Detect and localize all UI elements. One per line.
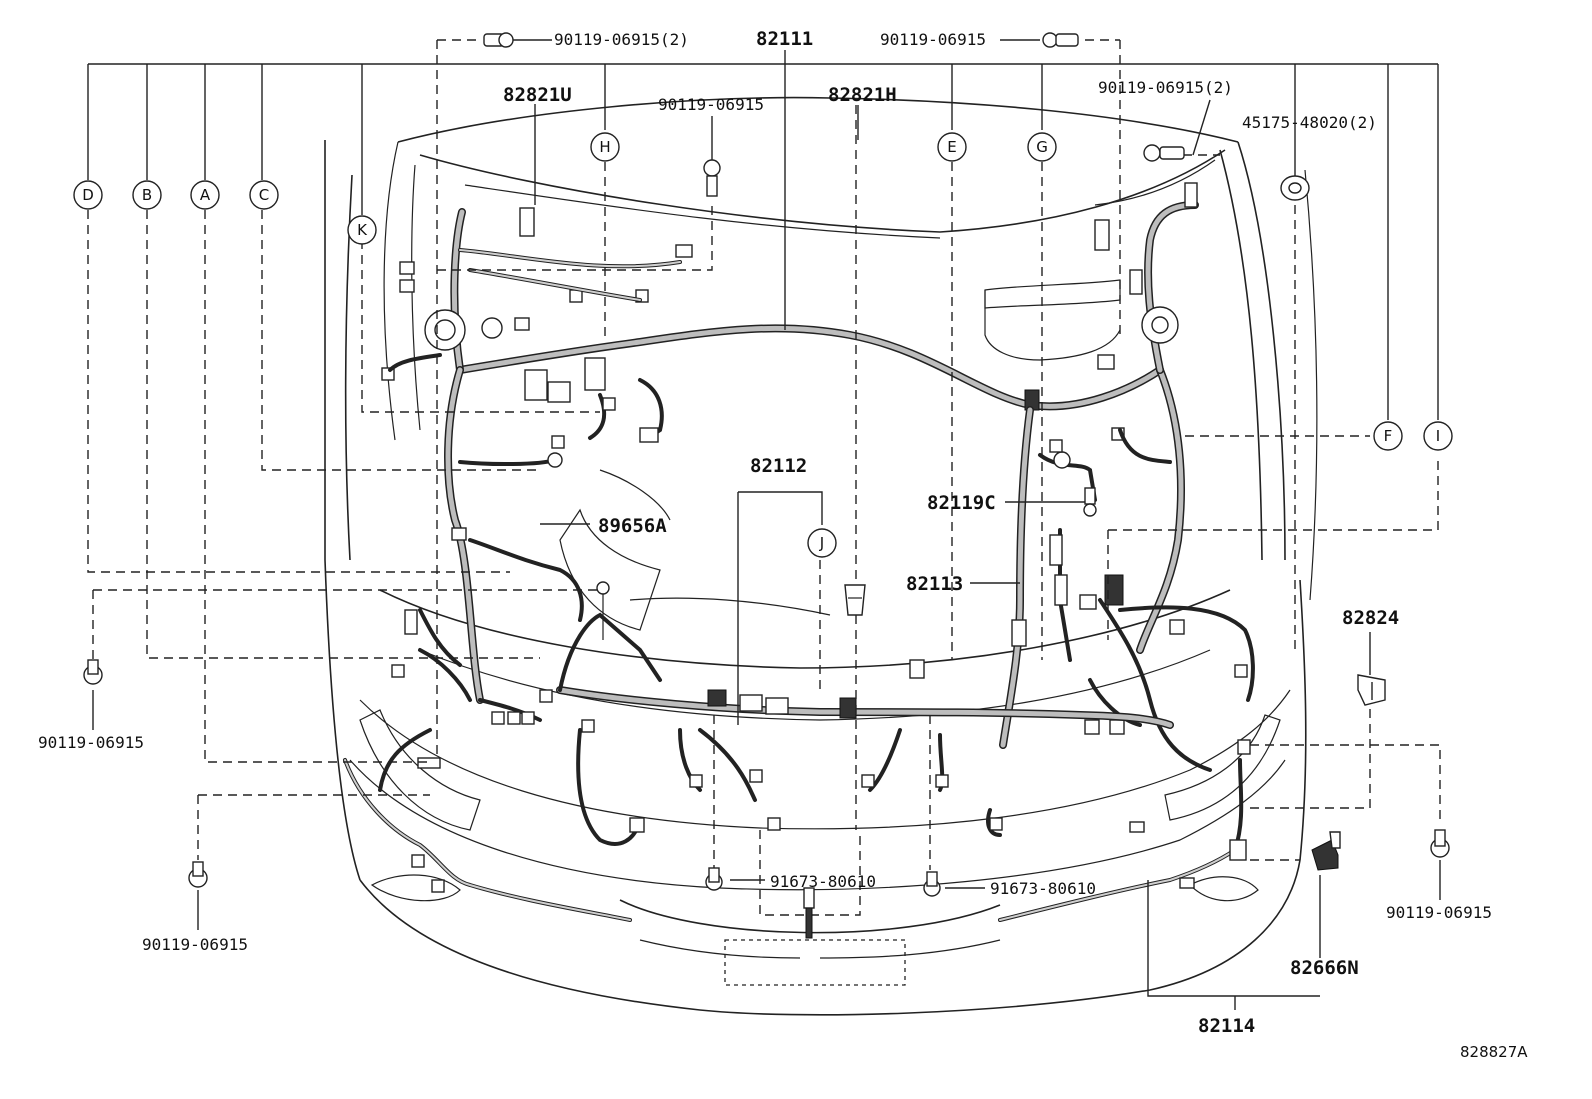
label-bolt-top-center: 90119-06915 xyxy=(658,95,764,114)
bolt-icon xyxy=(83,659,103,685)
harness-82114 xyxy=(343,739,1251,922)
callout-circles: D B A C K H E G xyxy=(73,132,1453,558)
callout-f: F xyxy=(1373,421,1403,451)
screw-icon xyxy=(803,887,815,939)
label-82824: 82824 xyxy=(1342,607,1399,629)
part-labels: 82111 82112 82113 82114 82821U 82821H 82… xyxy=(38,28,1528,1061)
sensor-icon xyxy=(596,581,610,640)
callout-d: D xyxy=(73,180,103,210)
label-clip-top-right: 45175-48020(2) xyxy=(1242,113,1377,132)
svg-text:K: K xyxy=(357,221,368,239)
screw-icon xyxy=(923,871,941,897)
harness-82112 xyxy=(378,527,1174,846)
screw-icon xyxy=(705,867,723,891)
harness-82111 xyxy=(381,182,1199,704)
svg-text:A: A xyxy=(200,186,211,204)
label-82111: 82111 xyxy=(756,28,813,50)
callout-e: E xyxy=(937,132,967,162)
fasteners xyxy=(83,32,1450,939)
label-82112: 82112 xyxy=(750,455,807,477)
svg-text:H: H xyxy=(599,138,610,156)
svg-text:G: G xyxy=(1036,138,1048,156)
svg-text:I: I xyxy=(1436,427,1440,445)
clip-icon xyxy=(844,584,866,616)
label-82113: 82113 xyxy=(906,573,963,595)
harness-82113 xyxy=(999,406,1255,772)
bolt-icon xyxy=(188,861,208,888)
svg-text:E: E xyxy=(947,138,956,156)
label-bolt-left-low: 90119-06915 xyxy=(142,935,248,954)
callout-a: A xyxy=(190,180,220,210)
callout-k: K xyxy=(347,215,377,245)
label-bolt-top-right: 90119-06915(2) xyxy=(1098,78,1233,97)
solid-leaders xyxy=(87,39,1441,1010)
callout-b: B xyxy=(132,180,162,210)
callout-g: G xyxy=(1027,132,1057,162)
callout-j: J xyxy=(807,528,837,558)
callout-i: I xyxy=(1423,421,1453,451)
callout-h: H xyxy=(590,132,620,162)
bolt-icon xyxy=(1042,32,1079,48)
callout-c: C xyxy=(249,180,279,210)
label-screw-center-right: 91673-80610 xyxy=(990,879,1096,898)
bolt-icon xyxy=(483,32,514,48)
pin-icon xyxy=(1083,487,1097,517)
label-82114: 82114 xyxy=(1198,1015,1255,1037)
bolt-icon xyxy=(703,159,721,197)
label-82119c: 82119C xyxy=(927,492,996,514)
dashed-leaders xyxy=(87,39,1441,916)
reference-code: 828827A xyxy=(1460,1043,1528,1061)
label-bolt-right-low: 90119-06915 xyxy=(1386,903,1492,922)
svg-text:J: J xyxy=(819,534,824,552)
label-bolt-top-mid: 90119-06915 xyxy=(880,30,986,49)
relay-icon xyxy=(1311,831,1341,871)
bolt-icon xyxy=(1143,144,1185,162)
svg-text:D: D xyxy=(82,186,94,204)
label-89656a: 89656A xyxy=(598,515,667,537)
svg-text:C: C xyxy=(259,186,269,204)
bolt-icon xyxy=(1430,829,1450,858)
label-bolt-top-left: 90119-06915(2) xyxy=(554,30,689,49)
bracket-icon xyxy=(1357,674,1386,706)
label-screw-center-left: 91673-80610 xyxy=(770,872,876,891)
label-bolt-left-mid: 90119-06915 xyxy=(38,733,144,752)
svg-text:B: B xyxy=(142,186,152,204)
label-82821h: 82821H xyxy=(828,84,897,106)
svg-text:F: F xyxy=(1384,427,1393,445)
clip-icon xyxy=(1280,175,1310,201)
label-82666n: 82666N xyxy=(1290,957,1359,979)
label-82821u: 82821U xyxy=(503,84,572,106)
